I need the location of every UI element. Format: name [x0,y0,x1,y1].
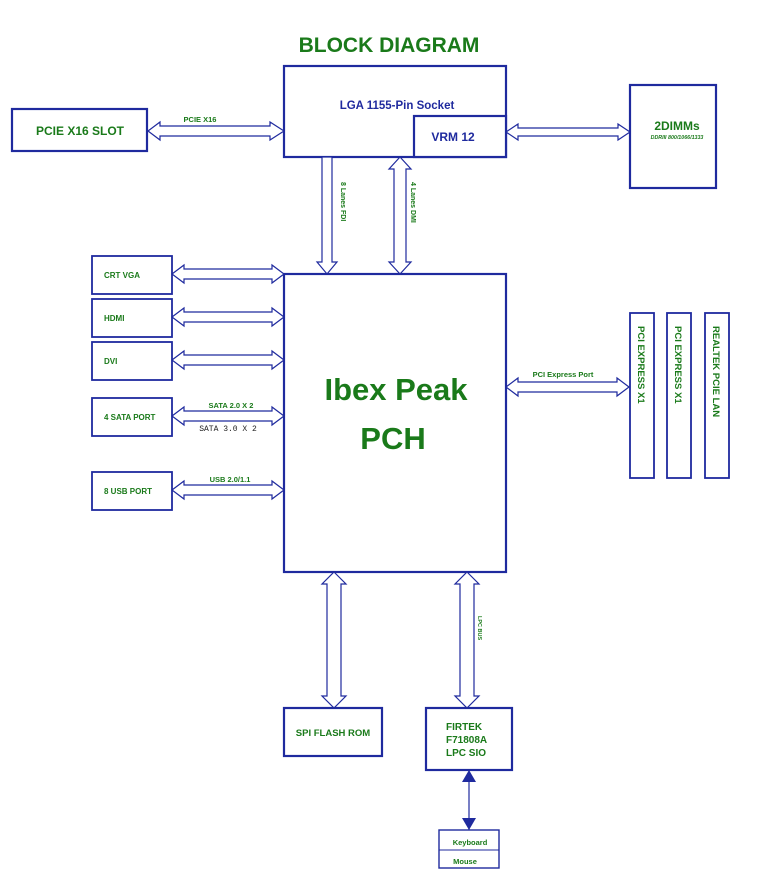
hdmi-box [91,298,173,338]
pci-express-x1-slot-1 [629,312,655,479]
keyboard-mouse-box [438,829,500,869]
vrm-box [412,114,508,159]
spi-flash-label: SPI FLASH ROM [296,728,371,739]
realtek-pcie-lan-box [704,312,730,479]
sata-link-label-2: SATA 3.0 X 2 [199,425,257,434]
dimm-arrow [504,122,632,142]
lpc-bus-arrow [453,571,481,709]
crt-vga-box [91,255,173,295]
diagram-title: BLOCK DIAGRAM [299,34,480,57]
super-io-line3: LPC SIO [446,748,486,759]
super-io-line1: FIRTEK [446,722,483,733]
crt-vga-arrow [171,263,285,285]
crt-vga-label: CRT VGA [104,271,140,280]
usb-link-label: USB 2.0/1.1 [210,475,251,484]
kbms-arrowhead-top [462,770,476,782]
dmi-label: 4 Lanes DMI [409,182,416,223]
dimm-sub-label: DDRIII 800/1066/1333 [651,135,704,141]
sata-link-label-1: SATA 2.0 X 2 [209,401,254,410]
pci-express-x1-slot-1-label: PCI EXPRESS X1 [635,326,646,404]
dvi-box [91,341,173,381]
usb-port-box [91,471,173,511]
cpu-socket-label: LGA 1155-Pin Socket [340,100,455,112]
pci-express-port-arrow [505,376,630,398]
pch-box [282,272,508,574]
sata-port-box [91,397,173,437]
pch-line1: Ibex Peak [324,372,468,407]
dmi-arrow [387,156,413,275]
lpc-bus-label: LPC BUS [476,616,482,640]
hdmi-label: HDMI [104,314,124,323]
usb-port-label: 8 USB PORT [104,487,152,496]
pcie-x16-link-label: PCIE X16 [184,115,217,124]
hdmi-arrow [171,306,285,328]
pcie-x16-slot-label: PCIE X16 SLOT [36,124,125,138]
spi-flash-box [282,706,384,758]
mouse-label: Mouse [453,857,477,866]
keyboard-label: Keyboard [453,838,488,847]
usb-arrow [171,479,285,501]
pci-express-x1-slot-2 [666,312,692,479]
kbms-arrowhead-bottom [462,818,476,830]
sata-port-label: 4 SATA PORT [104,413,156,422]
pch-line2: PCH [360,421,425,456]
dimm-label: 2DIMMs [654,119,700,133]
spi-flash-arrow [320,571,348,709]
pci-express-port-label: PCI Express Port [533,370,594,379]
pcie-x16-slot-box [10,107,149,153]
dimm-box [628,83,718,190]
dvi-label: DVI [104,357,117,366]
sata-arrow [171,405,285,427]
pcie-x16-arrow [147,120,286,142]
realtek-pcie-lan-label: REALTEK PCIE LAN [710,326,721,417]
dvi-arrow [171,349,285,371]
fdi-label: 8 Lanes FDI [339,182,346,221]
fdi-arrow [315,156,339,275]
vrm-label: VRM 12 [431,130,475,144]
pci-express-x1-slot-2-label: PCI EXPRESS X1 [672,326,683,404]
super-io-line2: F71808A [446,735,487,746]
